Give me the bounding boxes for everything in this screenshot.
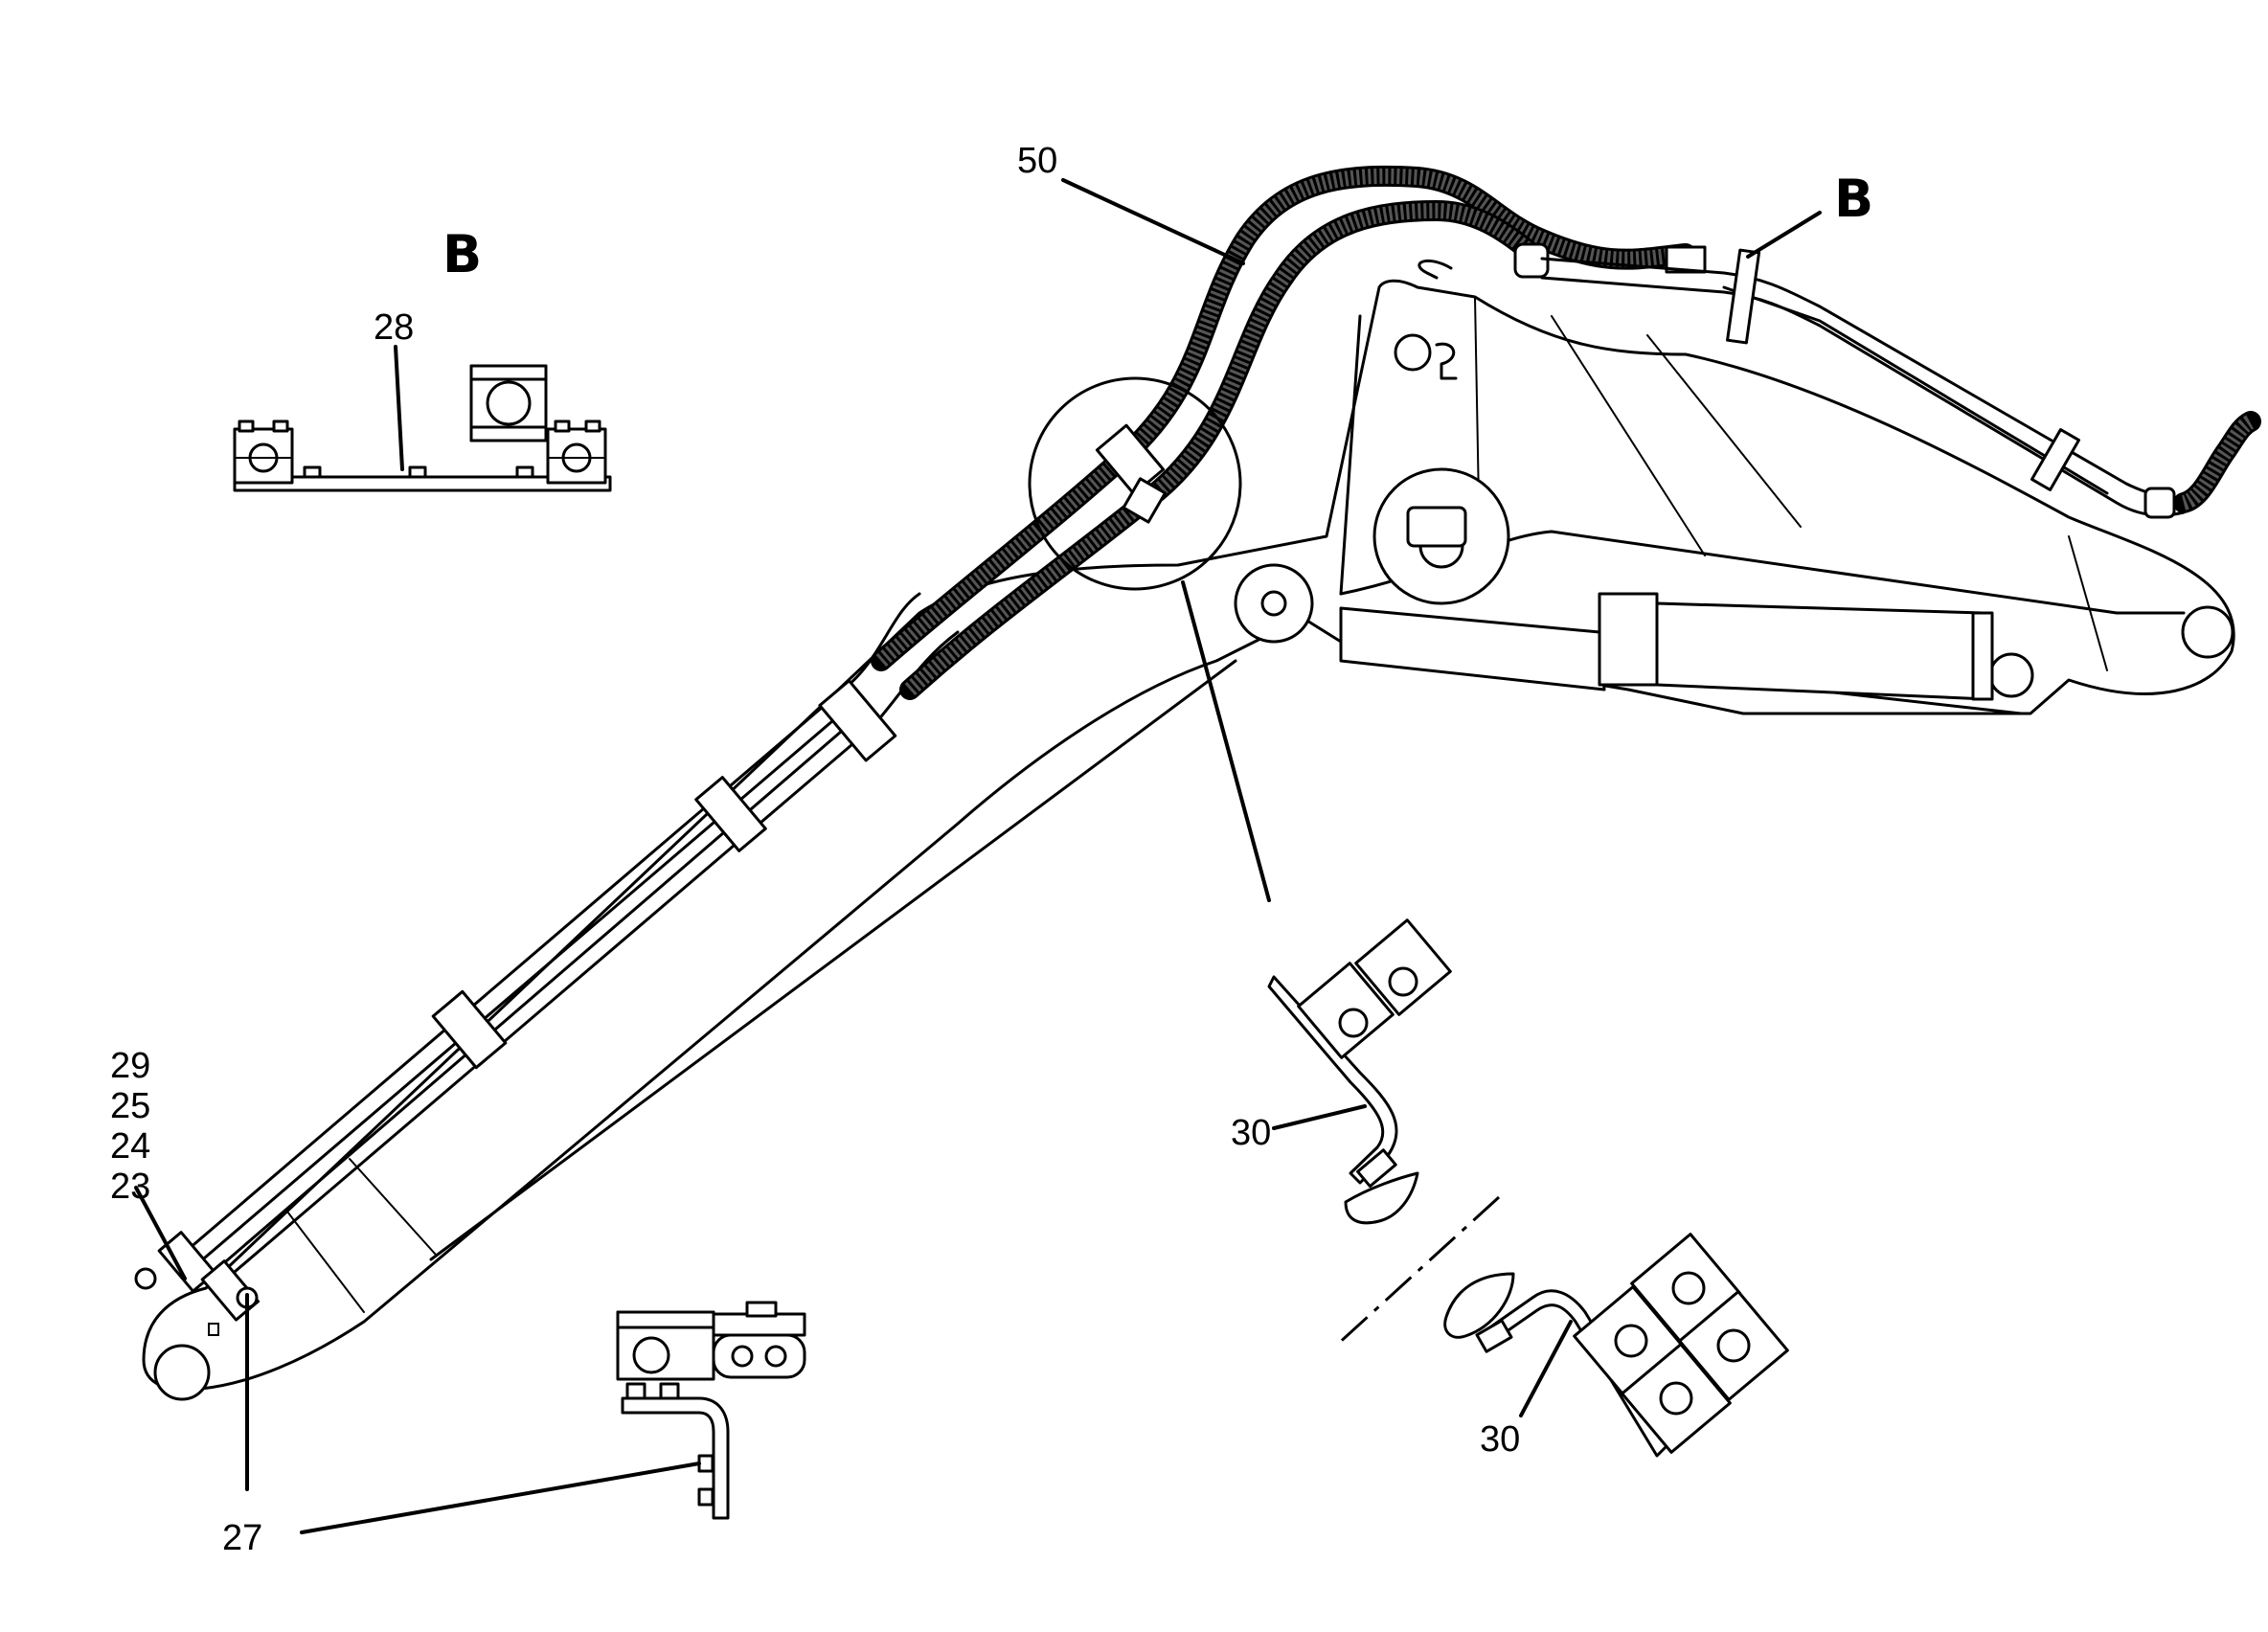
pipe-bundle	[134, 592, 960, 1322]
leader-b	[1746, 211, 1822, 259]
clamp-detail-lower	[1443, 1233, 1789, 1458]
label-23: 23	[110, 1167, 150, 1207]
label-28: 28	[374, 307, 414, 348]
leader-50	[1061, 178, 1245, 265]
label-29: 29	[110, 1046, 150, 1086]
detail-circle	[1028, 376, 1242, 591]
label-24: 24	[110, 1126, 150, 1167]
detail-b-bracket	[233, 364, 612, 492]
boom-cylinder	[1339, 592, 1994, 701]
label-30-upper: 30	[1231, 1113, 1271, 1153]
detail-separator	[1334, 1195, 1501, 1348]
leader-30-lower	[1519, 1320, 1573, 1417]
label-50: 50	[1017, 141, 1057, 181]
leader-23	[134, 1186, 187, 1281]
label-30-lower: 30	[1480, 1419, 1520, 1460]
label-b-left: B	[442, 224, 482, 284]
label-b-top: B	[1834, 169, 1873, 229]
leader-28	[394, 345, 404, 471]
hose-assembly	[871, 165, 2261, 700]
bracket-detail-27	[616, 1301, 806, 1520]
boom-body	[142, 259, 2235, 1401]
label-27: 27	[222, 1518, 262, 1558]
leader-30-upper	[1272, 1104, 1367, 1130]
leader-27	[300, 1462, 701, 1534]
label-25: 25	[110, 1086, 150, 1126]
clamp-detail-upper	[1267, 918, 1452, 1225]
detail-leader	[1181, 580, 1271, 902]
